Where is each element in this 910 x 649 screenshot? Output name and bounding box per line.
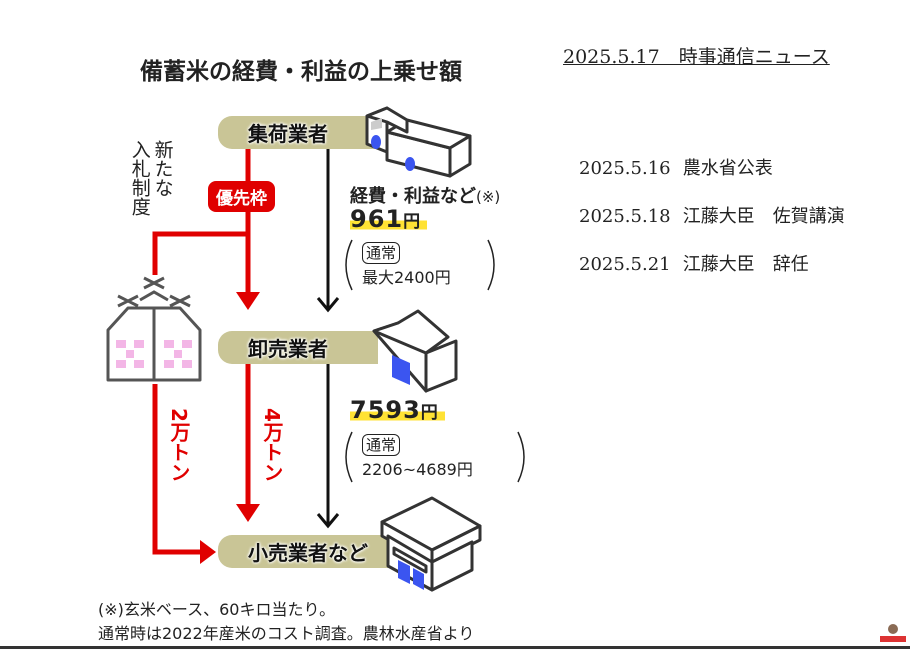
note-mark: (※)	[476, 188, 501, 206]
timeline-date: 2025.5.18	[579, 206, 671, 227]
paren-left-1	[345, 239, 353, 291]
news-source: 2025.5.17 時事通信ニュース	[563, 46, 830, 68]
red-arrowhead-3	[200, 540, 216, 564]
red-branch-line	[152, 231, 248, 275]
normal-badge: 通常	[362, 242, 401, 264]
stage2-amount-value: 7593	[350, 396, 421, 424]
red-arrow-line-3	[152, 384, 204, 555]
red-arrowhead-1	[236, 292, 260, 310]
stage2-unit: 円	[420, 403, 439, 423]
node-retailer: 小売業者など	[218, 535, 390, 568]
stage1-amount: 961円	[350, 205, 428, 233]
store-icon	[380, 496, 482, 592]
side-label-line2: 入札制度	[128, 140, 151, 216]
stage1-unit: 円	[403, 212, 422, 232]
stage2-normal-value: 2206~4689円	[362, 460, 473, 479]
stage1-label: 経費・利益など(※)	[350, 182, 500, 208]
node-collector-label: 集荷業者	[248, 122, 328, 146]
new-bidding-system-label: 新たな 入札制度	[128, 140, 174, 216]
paren-right-2	[517, 431, 525, 483]
flow-label-via-wholesale: 4万トン	[260, 408, 284, 482]
bottom-divider	[0, 646, 910, 649]
black-arrowhead-2	[316, 513, 340, 529]
red-arrowhead-2	[236, 504, 260, 522]
black-arrowhead-1	[316, 297, 340, 313]
normal-badge: 通常	[362, 434, 401, 456]
node-wholesaler: 卸売業者	[218, 331, 378, 364]
timeline-item: 2025.5.16 農水省公表	[579, 154, 773, 180]
timeline-date: 2025.5.16	[579, 158, 671, 179]
node-collector: 集荷業者	[218, 116, 378, 149]
paren-right-1	[487, 239, 495, 291]
rice-bags-icon	[106, 276, 202, 382]
footnote-2: 通常時は2022年産米のコスト調査。農林水産省より	[98, 624, 475, 643]
node-retailer-label: 小売業者など	[248, 541, 368, 565]
diagram-title: 備蓄米の経費・利益の上乗せ額	[140, 59, 462, 85]
stage2-amount: 7593円	[350, 396, 445, 424]
truck-icon	[365, 106, 472, 178]
paren-left-2	[345, 431, 353, 483]
timeline-event: 江藤大臣 辞任	[682, 254, 809, 275]
flow-label-direct: 2万トン	[167, 408, 191, 482]
stage2-normal: 通常 2206~4689円	[362, 434, 473, 480]
stage1-label-text: 経費・利益など	[350, 186, 476, 207]
node-wholesaler-label: 卸売業者	[248, 337, 328, 361]
side-label-line1: 新たな	[151, 140, 174, 197]
channel-logo	[880, 624, 906, 644]
timeline-event: 農水省公表	[682, 158, 773, 179]
timeline-date: 2025.5.21	[579, 254, 671, 275]
timeline-item: 2025.5.18 江藤大臣 佐賀講演	[579, 202, 845, 228]
stage1-amount-value: 961	[350, 205, 404, 233]
warehouse-icon	[372, 309, 458, 393]
timeline-item: 2025.5.21 江藤大臣 辞任	[579, 250, 809, 276]
footnote-1: (※)玄米ベース、60キロ当たり。	[98, 600, 336, 619]
stage1-normal-value: 最大2400円	[362, 268, 451, 287]
stage1-normal: 通常 最大2400円	[362, 242, 451, 288]
priority-badge: 優先枠	[208, 181, 275, 212]
timeline-event: 江藤大臣 佐賀講演	[682, 206, 845, 227]
